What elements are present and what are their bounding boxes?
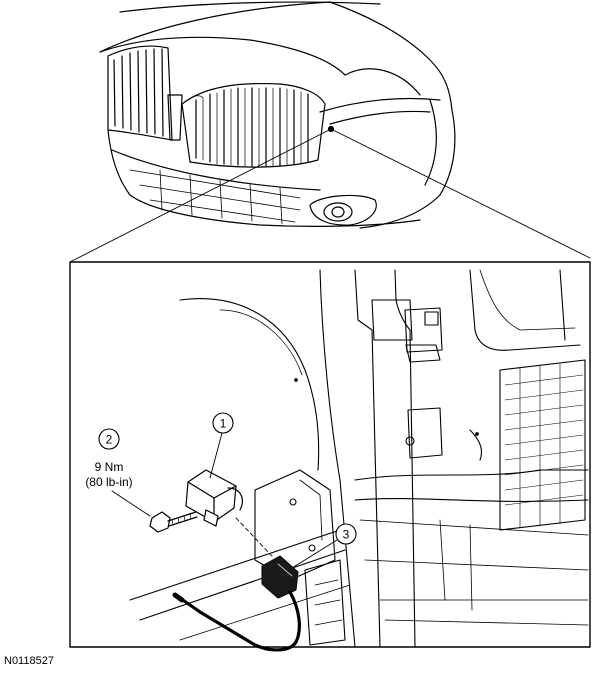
detail-leader-lines: [69, 128, 591, 263]
callout-2-number: 2: [106, 433, 113, 447]
callout-3: 3: [291, 523, 357, 569]
impact-sensor: [185, 469, 243, 527]
vehicle-front-view: [99, 1, 456, 229]
figure-id: N0118527: [4, 655, 54, 667]
torque-lbin-label: (80 lb-in): [85, 475, 132, 489]
callout-3-number: 3: [343, 528, 350, 542]
callout-1-number: 1: [220, 417, 227, 431]
callout-2-circle: [98, 428, 120, 450]
callout-3-circle: [335, 523, 357, 545]
detail-view: [129, 269, 589, 648]
callout-2: 2 9 Nm (80 lb-in): [85, 428, 151, 517]
sensor-connector: [172, 517, 301, 652]
sensor-bolt: [149, 511, 198, 533]
detail-frame: [69, 261, 591, 648]
callout-1: 1: [209, 412, 234, 479]
torque-nm-label: 9 Nm: [95, 460, 124, 474]
callout-1-circle: [212, 412, 234, 434]
